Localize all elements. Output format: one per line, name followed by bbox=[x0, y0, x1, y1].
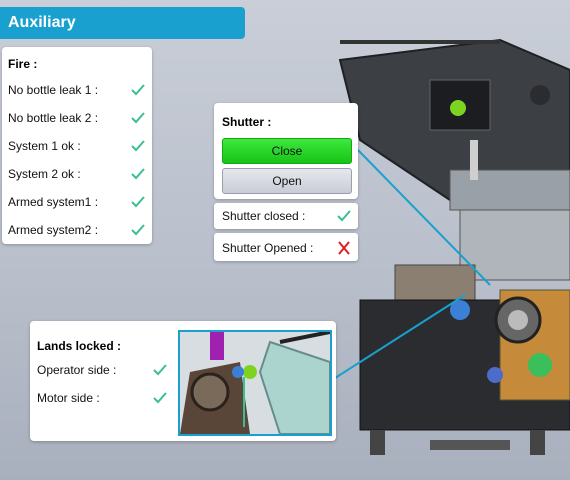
shutter-title: Shutter : bbox=[222, 115, 272, 129]
check-icon bbox=[131, 196, 145, 208]
close-shutter-button[interactable]: Close bbox=[222, 138, 352, 164]
fire-item-label: No bottle leak 2 : bbox=[8, 111, 99, 125]
fire-item-label: System 2 ok : bbox=[8, 167, 81, 181]
lands-item-label: Motor side : bbox=[37, 391, 100, 405]
cross-icon bbox=[338, 241, 350, 255]
fire-item-label: Armed system1 : bbox=[8, 195, 99, 209]
lock-detail-image bbox=[178, 330, 332, 436]
check-icon bbox=[131, 224, 145, 236]
machine-illustration bbox=[338, 38, 570, 455]
open-shutter-button[interactable]: Open bbox=[222, 168, 352, 194]
check-icon bbox=[131, 84, 145, 96]
fire-item-label: System 1 ok : bbox=[8, 139, 81, 153]
fire-item-label: No bottle leak 1 : bbox=[8, 83, 99, 97]
page-title: Auxiliary bbox=[0, 7, 245, 39]
lands-item-label: Operator side : bbox=[37, 363, 117, 377]
shutter-closed-status: Shutter closed : bbox=[214, 203, 358, 229]
fire-panel: Fire : No bottle leak 1 : No bottle leak … bbox=[2, 47, 152, 244]
fire-item-label: Armed system2 : bbox=[8, 223, 99, 237]
check-icon bbox=[131, 168, 145, 180]
check-icon bbox=[337, 210, 351, 222]
check-icon bbox=[153, 392, 167, 404]
shutter-opened-label: Shutter Opened : bbox=[222, 241, 314, 255]
shutter-opened-status: Shutter Opened : bbox=[214, 233, 358, 261]
check-icon bbox=[131, 140, 145, 152]
fire-title: Fire : bbox=[8, 57, 38, 71]
check-icon bbox=[131, 112, 145, 124]
lands-title: Lands locked : bbox=[37, 339, 122, 353]
shutter-closed-label: Shutter closed : bbox=[222, 209, 306, 223]
shutter-panel: Shutter : Close Open bbox=[214, 103, 358, 199]
check-icon bbox=[153, 364, 167, 376]
